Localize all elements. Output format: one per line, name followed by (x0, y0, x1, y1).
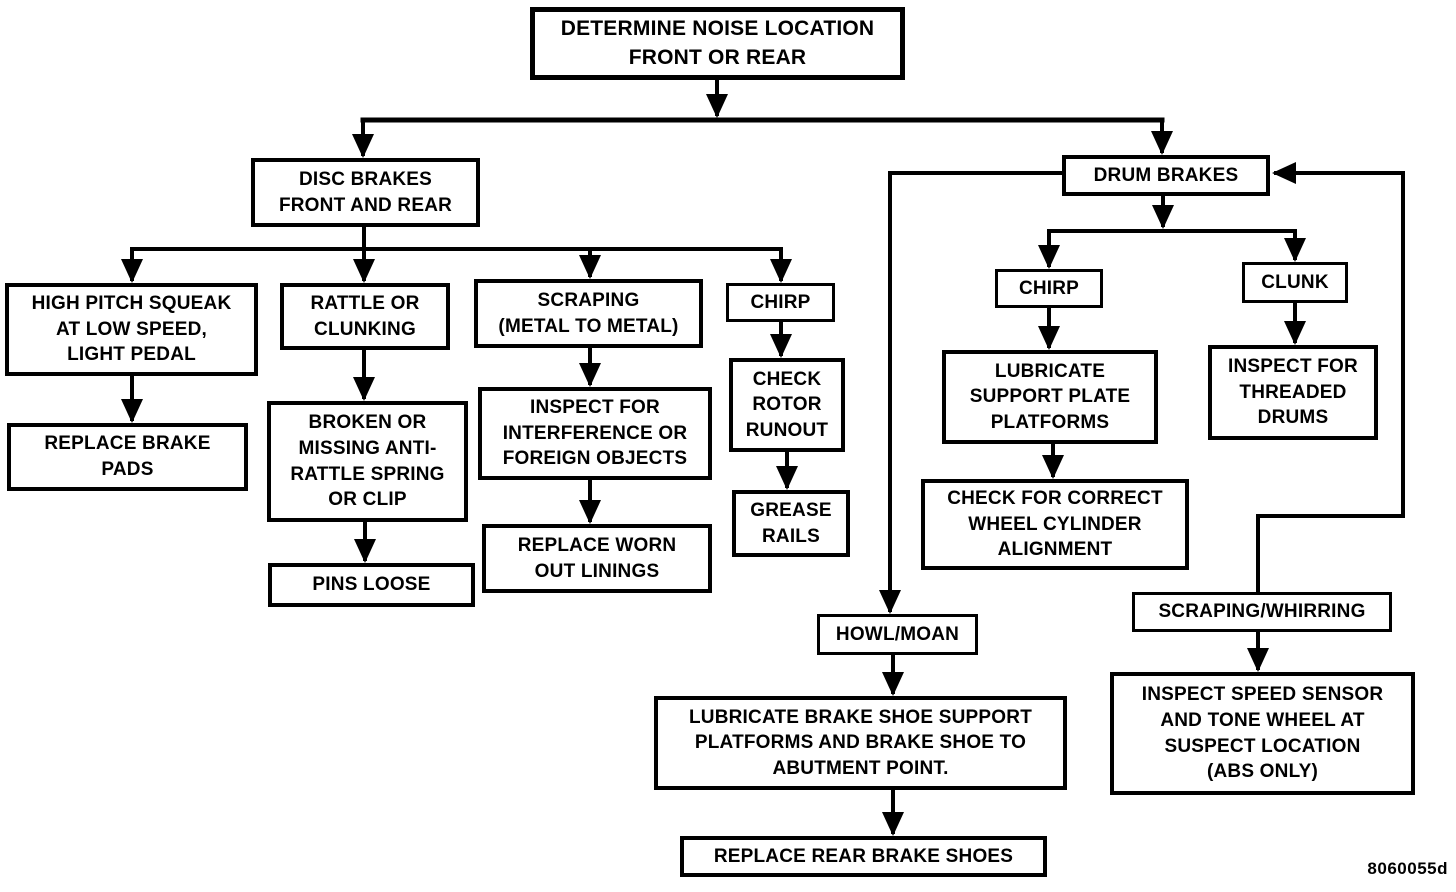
node-inspect-for-threaded-drums: INSPECT FOR THREADED DRUMS (1208, 345, 1378, 440)
connector-group (121, 78, 1405, 836)
node-chirp-drum: CHIRP (995, 269, 1103, 308)
node-check-wheel-cylinder-alignment: CHECK FOR CORRECT WHEEL CYLINDER ALIGNME… (921, 479, 1189, 570)
node-scraping-metal-to-metal: SCRAPING (METAL TO METAL) (474, 279, 703, 348)
node-determine-noise-location: DETERMINE NOISE LOCATION FRONT OR REAR (530, 7, 905, 80)
node-replace-rear-brake-shoes: REPLACE REAR BRAKE SHOES (680, 836, 1047, 877)
node-inspect-speed-sensor: INSPECT SPEED SENSOR AND TONE WHEEL AT S… (1110, 672, 1415, 795)
node-pins-loose: PINS LOOSE (268, 563, 475, 607)
node-grease-rails: GREASE RAILS (732, 490, 850, 557)
node-chirp-disc: CHIRP (726, 283, 835, 322)
node-replace-worn-out-linings: REPLACE WORN OUT LININGS (482, 524, 712, 593)
node-replace-brake-pads: REPLACE BRAKE PADS (7, 423, 248, 491)
node-drum-brakes: DRUM BRAKES (1062, 155, 1270, 196)
node-rattle-or-clunking: RATTLE OR CLUNKING (280, 283, 450, 350)
edge-drum-to-howl (879, 171, 1064, 614)
node-check-rotor-runout: CHECK ROTOR RUNOUT (729, 358, 845, 452)
edge-scraping-whirring-to-drum (1256, 162, 1405, 594)
node-high-pitch-squeak: HIGH PITCH SQUEAK AT LOW SPEED, LIGHT PE… (5, 283, 258, 376)
node-broken-or-missing-spring: BROKEN OR MISSING ANTI- RATTLE SPRING OR… (267, 401, 468, 522)
node-lubricate-brake-shoe-support: LUBRICATE BRAKE SHOE SUPPORT PLATFORMS A… (654, 696, 1067, 790)
node-lubricate-support-plate-platforms: LUBRICATE SUPPORT PLATE PLATFORMS (942, 350, 1158, 444)
node-howl-moan: HOWL/MOAN (817, 614, 978, 655)
node-disc-brakes: DISC BRAKES FRONT AND REAR (251, 158, 480, 227)
node-scraping-whirring: SCRAPING/WHIRRING (1132, 592, 1392, 632)
figure-code: 8060055d (1367, 859, 1448, 878)
node-inspect-for-interference: INSPECT FOR INTERFERENCE OR FOREIGN OBJE… (478, 387, 712, 480)
node-clunk: CLUNK (1242, 262, 1348, 303)
